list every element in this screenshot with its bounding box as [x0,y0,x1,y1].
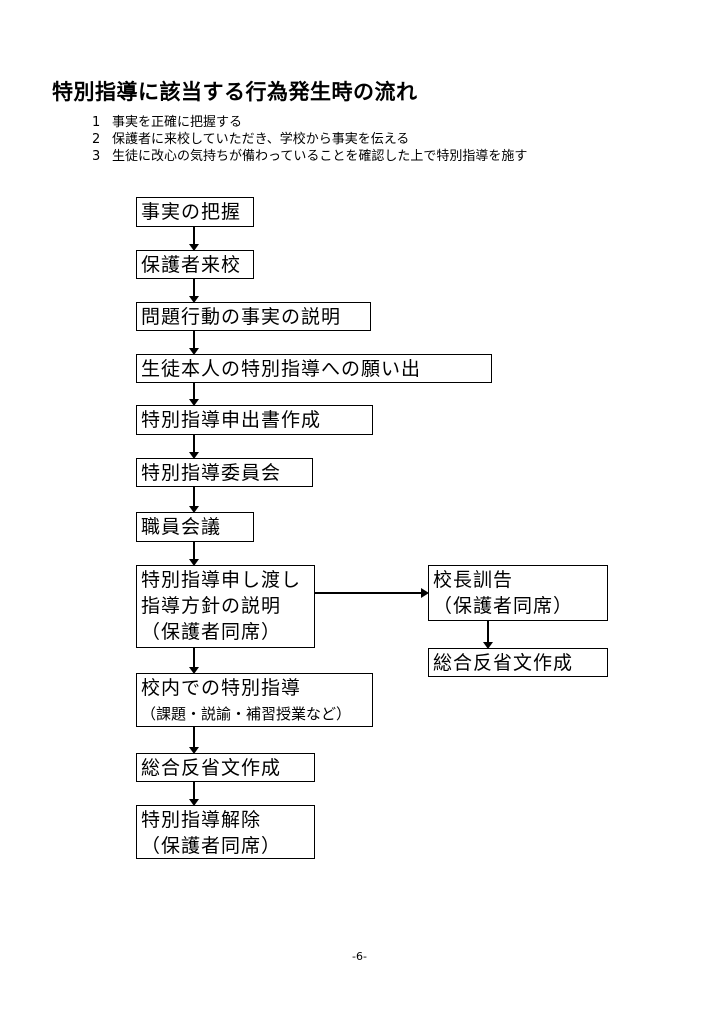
flow-step-guardian-visit: 保護者来校 [136,250,254,279]
flow-step-fact-finding: 事実の把握 [136,197,254,227]
arrow-down [189,648,199,674]
arrow-down [189,331,199,355]
flow-step-explanation: 問題行動の事実の説明 [136,302,371,331]
flow-step-reflection-essay: 総合反省文作成 [136,753,315,782]
arrow-down [483,621,493,649]
flow-step-staff-meeting: 職員会議 [136,512,254,542]
arrow-down [189,435,199,459]
flow-step-notification: 特別指導申し渡し 指導方針の説明 （保護者同席） [136,565,315,648]
page-title: 特別指導に該当する行為発生時の流れ [52,80,418,104]
flow-branch-reflection-essay: 総合反省文作成 [428,648,608,677]
page-number: -6- [352,950,367,963]
flow-step-in-school-guidance: 校内での特別指導 （課題・説諭・補習授業など） [136,673,373,727]
flow-step-committee: 特別指導委員会 [136,458,313,487]
flow-step-student-request: 生徒本人の特別指導への願い出 [136,354,492,383]
flow-step-application-form: 特別指導申出書作成 [136,405,373,435]
arrow-down [189,727,199,754]
arrow-down [189,227,199,251]
flow-step-guidance-lifted: 特別指導解除 （保護者同席） [136,805,315,859]
arrow-down [189,782,199,806]
arrow-down [189,487,199,513]
arrow-down [189,279,199,303]
arrow-down [189,383,199,406]
arrow-right [315,588,429,598]
flow-branch-principal-reprimand: 校長訓告 （保護者同席） [428,565,608,621]
arrow-down [189,542,199,566]
